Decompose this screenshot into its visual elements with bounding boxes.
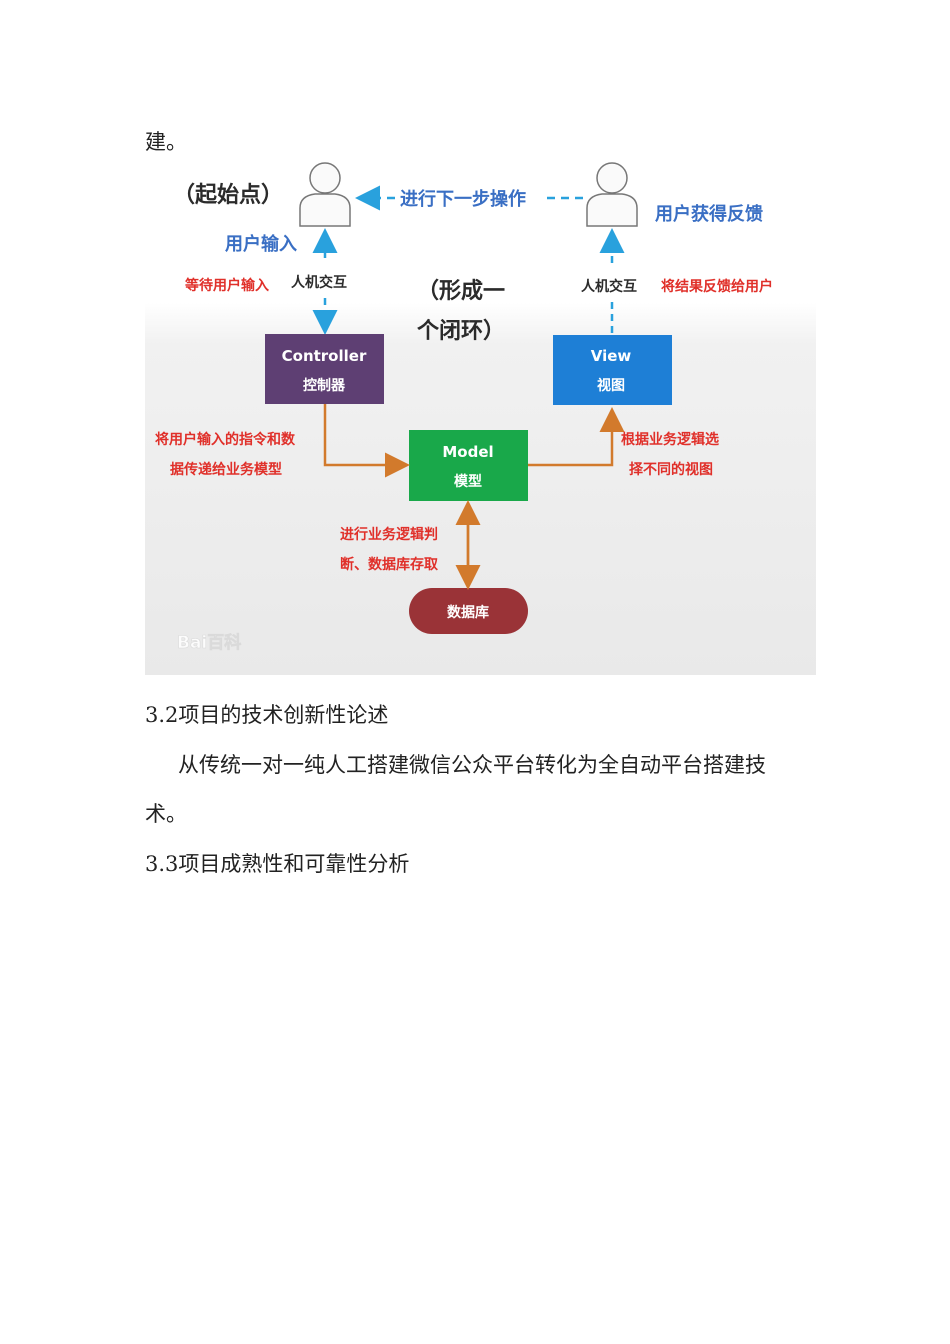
controller-en: Controller [282, 347, 367, 365]
pass-to-model-line1: 将用户输入的指令和数 [155, 431, 296, 448]
hci-right-label: 人机交互 [581, 278, 637, 295]
section-heading-3-2: 3.2项目的技术创新性论述 [145, 703, 389, 727]
model-cn: 模型 [454, 473, 482, 490]
pass-to-model-line2: 据传递给业务模型 [170, 461, 282, 478]
model-box [409, 430, 528, 501]
view-box [553, 335, 672, 405]
user-input-label: 用户输入 [225, 233, 297, 255]
start-label: （起始点） [173, 182, 283, 208]
mvc-diagram: （起始点） 进行下一步操作 用户获得反馈 用户输入 等待用户输入 人机交互 （形… [145, 158, 816, 675]
next-step-label: 进行下一步操作 [400, 188, 526, 210]
section-heading-3-3: 3.3项目成熟性和可靠性分析 [145, 852, 410, 876]
logic-line2: 断、数据库存取 [340, 556, 439, 573]
logic-line1: 进行业务逻辑判 [340, 526, 438, 543]
user-icon-right [586, 162, 638, 227]
paragraph-line-2: 术。 [145, 802, 187, 826]
view-en: View [591, 347, 632, 365]
controller-cn: 控制器 [303, 377, 346, 394]
arrow-controller-to-model [323, 404, 410, 478]
database-shape [409, 588, 528, 634]
loop-label-line1: （形成一 [417, 279, 505, 304]
hci-left-label: 人机交互 [291, 274, 347, 291]
paragraph-line-1: 从传统一对一纯人工搭建微信公众平台转化为全自动平台搭建技 [178, 753, 766, 777]
user-feedback-label: 用户获得反馈 [655, 203, 763, 225]
view-cn: 视图 [597, 377, 625, 394]
feedback-to-user-label: 将结果反馈给用户 [661, 278, 773, 295]
text-line-top: 建。 [145, 130, 187, 154]
controller-box [265, 334, 384, 404]
arrow-model-to-view [528, 407, 625, 467]
loop-label-line2: 个闭环） [417, 319, 505, 344]
wait-input-label: 等待用户输入 [185, 277, 269, 294]
select-view-line2: 择不同的视图 [629, 461, 713, 478]
user-icon-left [299, 162, 351, 227]
database-label: 数据库 [447, 604, 489, 621]
select-view-line1: 根据业务逻辑选 [621, 431, 719, 448]
watermark-logo: Bai百科 [177, 632, 241, 653]
model-en: Model [442, 443, 493, 461]
